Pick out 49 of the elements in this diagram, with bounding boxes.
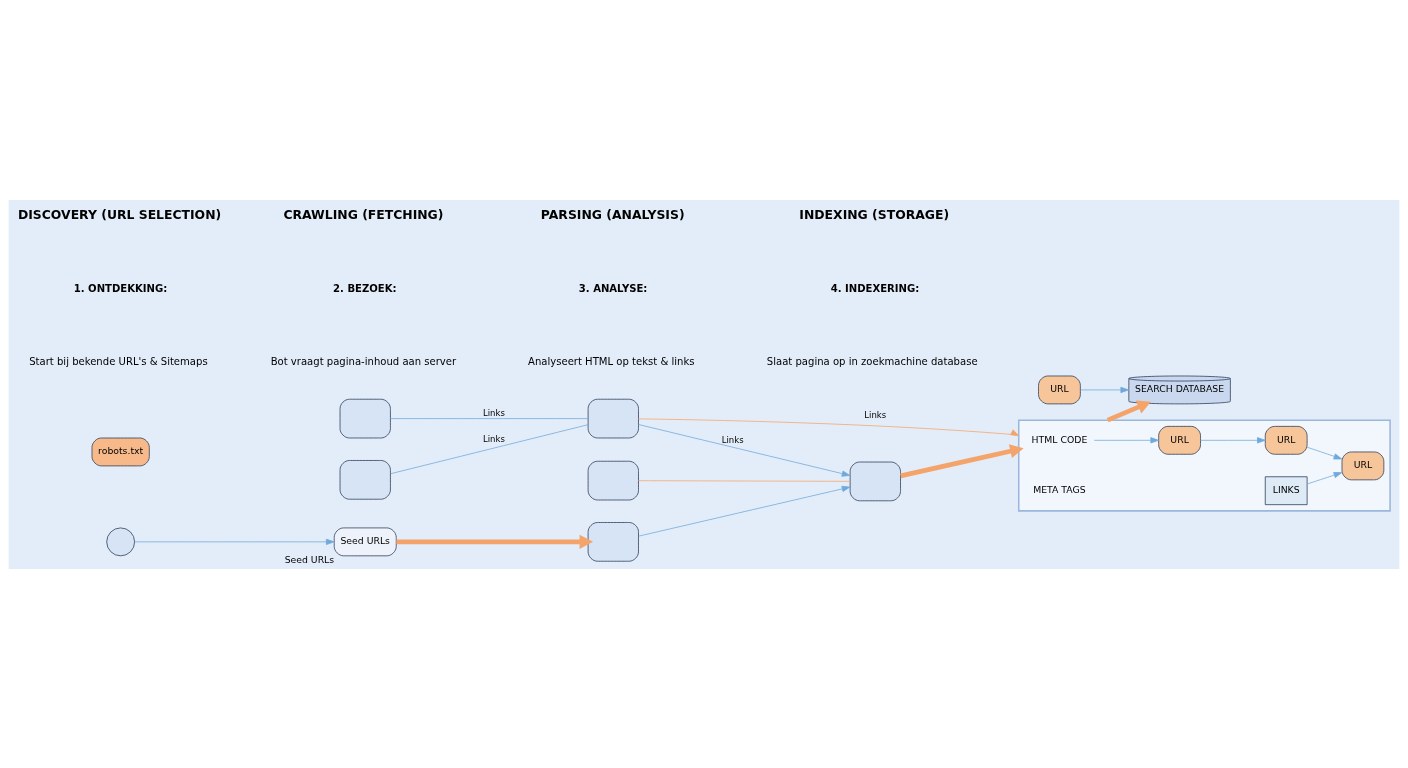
arrow (638, 485, 851, 537)
arrow (1093, 436, 1159, 443)
edge-label: Links (482, 407, 505, 418)
connector (638, 479, 851, 482)
node-box (587, 460, 639, 500)
node-label: Seed URLs (284, 553, 335, 565)
arrow (1106, 400, 1151, 422)
label: DISCOVERY (URL SELECTION) (17, 206, 222, 222)
node-text: HTML CODE (1031, 433, 1088, 445)
arrow (900, 443, 1024, 478)
label: Bot vraagt pagina-inhoud aan server (270, 355, 457, 367)
node-circle (106, 527, 135, 556)
label: Analyseert HTML op tekst & links (528, 355, 695, 367)
arrow (638, 423, 851, 477)
node-box (339, 398, 391, 438)
node-box (849, 461, 901, 501)
node-box: URL (1158, 425, 1201, 455)
label: 3. ANALYSE: (578, 282, 648, 294)
node-box: robots.txt (91, 437, 150, 466)
edge-label: Links (864, 409, 887, 420)
arrow (396, 534, 594, 549)
label: Start bij bekende URL's & Sitemaps (29, 355, 208, 367)
node-box (339, 459, 391, 500)
node-box: LINKS (1264, 475, 1308, 505)
arrow (1306, 446, 1343, 459)
connector (390, 423, 589, 474)
node-box (587, 398, 639, 438)
node-box: Seed URLs (333, 527, 397, 556)
arrow (134, 538, 335, 545)
node-box: URL (1264, 425, 1308, 455)
label: 2. BEZOEK: (333, 282, 397, 294)
arrow (1200, 436, 1266, 443)
cluster (1017, 418, 1391, 512)
label: Slaat pagina op in zoekmachine database (766, 355, 978, 367)
label: CRAWLING (FETCHING) (283, 206, 444, 222)
connector (390, 417, 589, 419)
node-box: URL (1341, 451, 1385, 480)
label: INDEXING (STORAGE) (799, 206, 950, 222)
arrow (1306, 471, 1343, 484)
edge-label: Links (721, 434, 744, 445)
label: PARSING (ANALYSIS) (540, 206, 685, 222)
edge-label: Links (482, 433, 505, 444)
label: 4. INDEXERING: (830, 282, 920, 294)
arrow (1080, 386, 1129, 393)
arrow (638, 418, 1020, 436)
node-box (587, 521, 639, 562)
node-box: URL (1038, 375, 1081, 404)
label: 1. ONTDEKKING: (73, 282, 168, 294)
node-text: META TAGS (1033, 483, 1086, 495)
